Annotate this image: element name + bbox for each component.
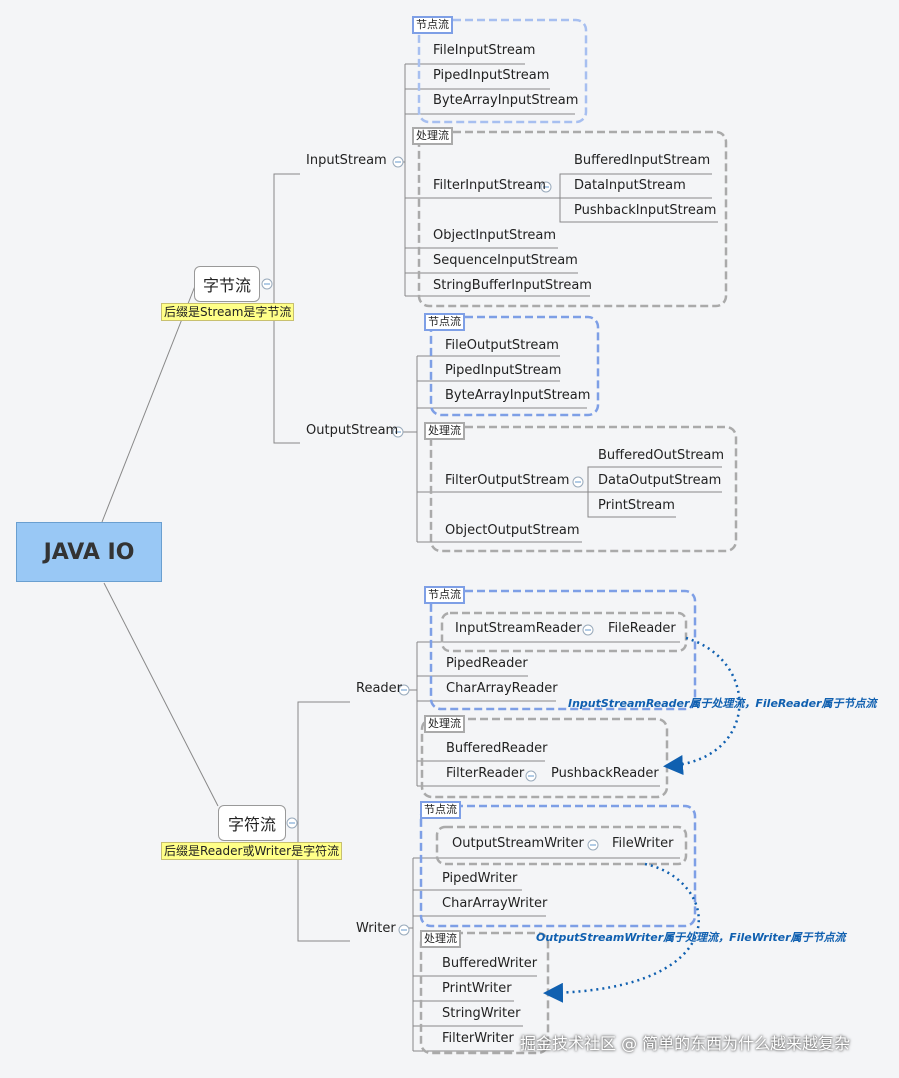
- list-item[interactable]: ObjectInputStream: [433, 228, 557, 243]
- output-stream-writer[interactable]: OutputStreamWriter: [452, 836, 584, 851]
- list-item[interactable]: PrintWriter: [442, 981, 512, 996]
- file-writer[interactable]: FileWriter: [612, 836, 674, 851]
- output-proc-stream-tag: 处理流: [424, 422, 465, 440]
- byte-stream-note: 后缀是Stream是字节流: [161, 303, 295, 321]
- char-stream-node[interactable]: 字符流: [218, 805, 286, 841]
- filter-reader[interactable]: FilterReader: [446, 766, 525, 781]
- reader-node-stream-tag: 节点流: [424, 586, 465, 604]
- input-proc-stream-tag: 处理流: [412, 127, 453, 145]
- list-item[interactable]: FilterWriter: [442, 1031, 514, 1046]
- list-item[interactable]: PipedInputStream: [445, 363, 562, 378]
- pushback-reader[interactable]: PushbackReader: [551, 766, 659, 781]
- list-item[interactable]: BufferedWriter: [442, 956, 538, 971]
- reader-node[interactable]: Reader: [356, 681, 403, 696]
- list-item[interactable]: PrintStream: [598, 498, 675, 513]
- filter-output-stream[interactable]: FilterOutputStream: [445, 473, 570, 488]
- list-item[interactable]: DataOutputStream: [598, 473, 722, 488]
- writer-proc-stream-tag: 处理流: [420, 930, 461, 948]
- list-item[interactable]: BufferedInputStream: [574, 153, 711, 168]
- list-item[interactable]: PipedWriter: [442, 871, 518, 886]
- list-item[interactable]: DataInputStream: [574, 178, 686, 193]
- input-node-stream-tag: 节点流: [412, 16, 453, 34]
- list-item[interactable]: PipedInputStream: [433, 68, 550, 83]
- list-item[interactable]: FileInputStream: [433, 43, 536, 58]
- list-item[interactable]: CharArrayReader: [446, 681, 558, 696]
- list-item[interactable]: BufferedOutStream: [598, 448, 725, 463]
- filter-input-stream[interactable]: FilterInputStream: [433, 178, 546, 193]
- file-reader[interactable]: FileReader: [608, 621, 676, 636]
- inputstream-node[interactable]: InputStream: [306, 153, 387, 168]
- list-item[interactable]: SequenceInputStream: [433, 253, 578, 268]
- reader-proc-stream-tag: 处理流: [424, 715, 465, 733]
- root-node[interactable]: JAVA IO: [16, 522, 162, 582]
- list-item[interactable]: StringBufferInputStream: [433, 278, 592, 293]
- list-item[interactable]: BufferedReader: [446, 741, 548, 756]
- byte-stream-node[interactable]: 字节流: [194, 266, 260, 302]
- output-node-stream-tag: 节点流: [424, 313, 465, 331]
- list-item[interactable]: FileOutputStream: [445, 338, 559, 353]
- list-item[interactable]: ByteArrayInputStream: [433, 93, 579, 108]
- list-item[interactable]: ObjectOutputStream: [445, 523, 580, 538]
- list-item[interactable]: PipedReader: [446, 656, 528, 671]
- input-stream-reader[interactable]: InputStreamReader: [455, 621, 582, 636]
- writer-node-stream-tag: 节点流: [420, 801, 461, 819]
- list-item[interactable]: CharArrayWriter: [442, 896, 548, 911]
- outputstream-node[interactable]: OutputStream: [306, 423, 399, 438]
- char-stream-note: 后缀是Reader或Writer是字符流: [161, 842, 343, 860]
- writer-node[interactable]: Writer: [356, 921, 396, 936]
- list-item[interactable]: StringWriter: [442, 1006, 521, 1021]
- watermark: 掘金技术社区 @ 简单的东西为什么越来越复杂: [520, 1034, 851, 1053]
- list-item[interactable]: PushbackInputStream: [574, 203, 717, 218]
- list-item[interactable]: ByteArrayInputStream: [445, 388, 591, 403]
- writer-annotation: OutputStreamWriter属于处理流，FileWriter属于节点流: [536, 931, 846, 944]
- reader-annotation: InputStreamReader属于处理流，FileReader属于节点流: [568, 697, 877, 710]
